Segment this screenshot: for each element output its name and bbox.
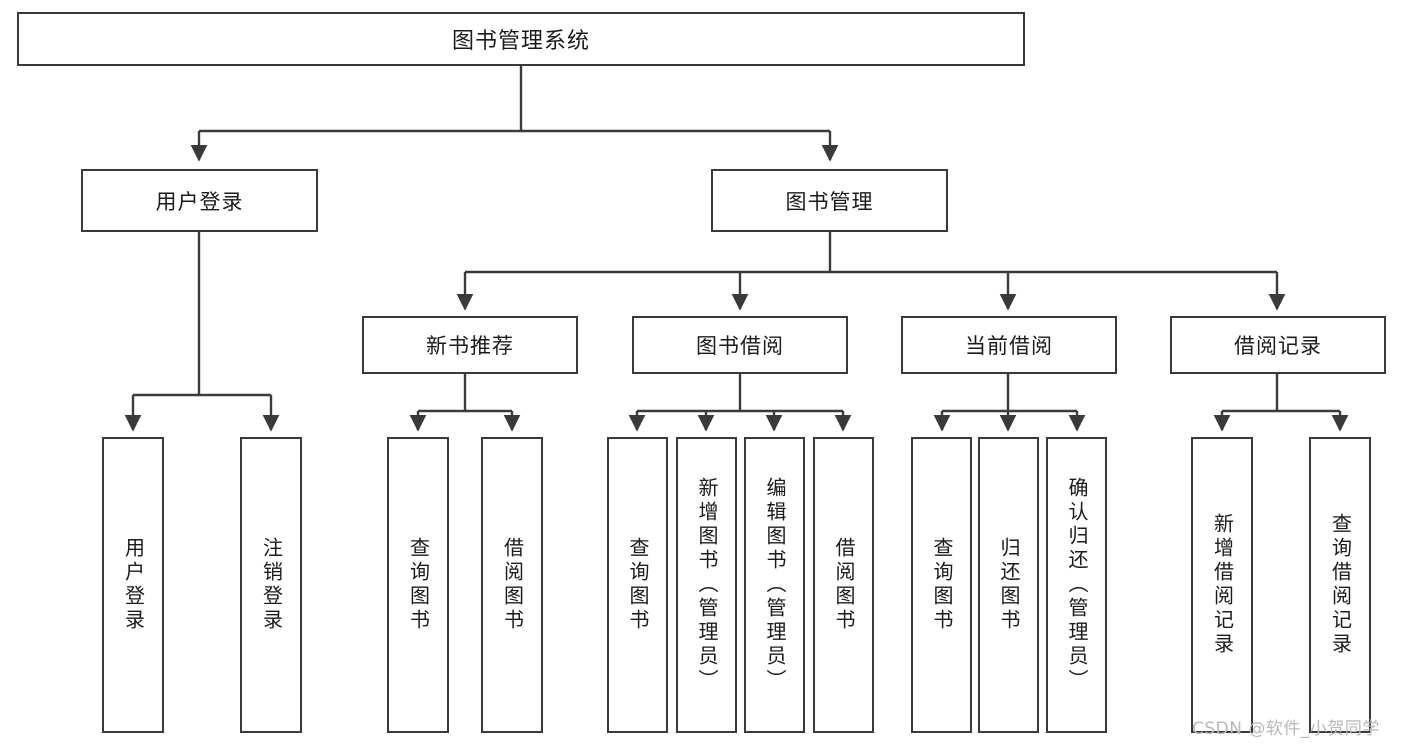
node-user-login[interactable]: 用户登录 [81, 169, 318, 232]
node-label: 借阅图书 [832, 537, 856, 633]
node-label: 新增图书（管理员） [695, 477, 719, 693]
node-label: 新书推荐 [426, 334, 514, 358]
leaf-query-book-borrow[interactable]: 查询图书 [607, 437, 668, 733]
leaf-query-book-recommend[interactable]: 查询图书 [387, 437, 449, 733]
node-label: 查询图书 [406, 537, 431, 633]
node-current-borrow[interactable]: 当前借阅 [901, 316, 1117, 374]
node-label: 当前借阅 [965, 334, 1053, 358]
leaf-add-borrow-record[interactable]: 新增借阅记录 [1191, 437, 1253, 733]
node-label: 查询图书 [930, 537, 954, 633]
node-borrow-record[interactable]: 借阅记录 [1170, 316, 1386, 374]
leaf-add-book-admin[interactable]: 新增图书（管理员） [676, 437, 737, 733]
node-label: 借阅记录 [1234, 334, 1322, 358]
node-book-borrow[interactable]: 图书借阅 [632, 316, 848, 374]
leaf-borrow-book-recommend[interactable]: 借阅图书 [481, 437, 543, 733]
leaf-confirm-return-admin[interactable]: 确认归还（管理员） [1046, 437, 1107, 733]
node-label: 确认归还（管理员） [1065, 477, 1089, 693]
leaf-query-borrow-record[interactable]: 查询借阅记录 [1309, 437, 1371, 733]
node-root-book-management-system[interactable]: 图书管理系统 [17, 12, 1025, 66]
node-book-management[interactable]: 图书管理 [711, 169, 948, 232]
node-label: 用户登录 [155, 189, 244, 214]
watermark: CSDN @软件_小贺同学 [1192, 719, 1380, 739]
node-new-book-recommend[interactable]: 新书推荐 [362, 316, 578, 374]
leaf-user-login[interactable]: 用户登录 [102, 437, 164, 733]
leaf-query-book-current[interactable]: 查询图书 [911, 437, 972, 733]
node-label: 图书管理系统 [451, 29, 590, 54]
node-label: 图书借阅 [696, 334, 784, 358]
leaf-borrow-book[interactable]: 借阅图书 [813, 437, 874, 733]
leaf-edit-book-admin[interactable]: 编辑图书（管理员） [744, 437, 805, 733]
node-label: 注销登录 [259, 537, 284, 633]
node-label: 图书管理 [785, 189, 874, 214]
node-label: 借阅图书 [500, 537, 525, 633]
leaf-logout-login[interactable]: 注销登录 [240, 437, 302, 733]
node-label: 查询借阅记录 [1328, 513, 1353, 657]
node-label: 新增借阅记录 [1210, 513, 1235, 657]
node-label: 用户登录 [121, 537, 146, 633]
node-label: 查询图书 [626, 537, 650, 633]
leaf-return-book[interactable]: 归还图书 [978, 437, 1039, 733]
node-label: 归还图书 [997, 537, 1021, 633]
node-label: 编辑图书（管理员） [763, 477, 787, 693]
